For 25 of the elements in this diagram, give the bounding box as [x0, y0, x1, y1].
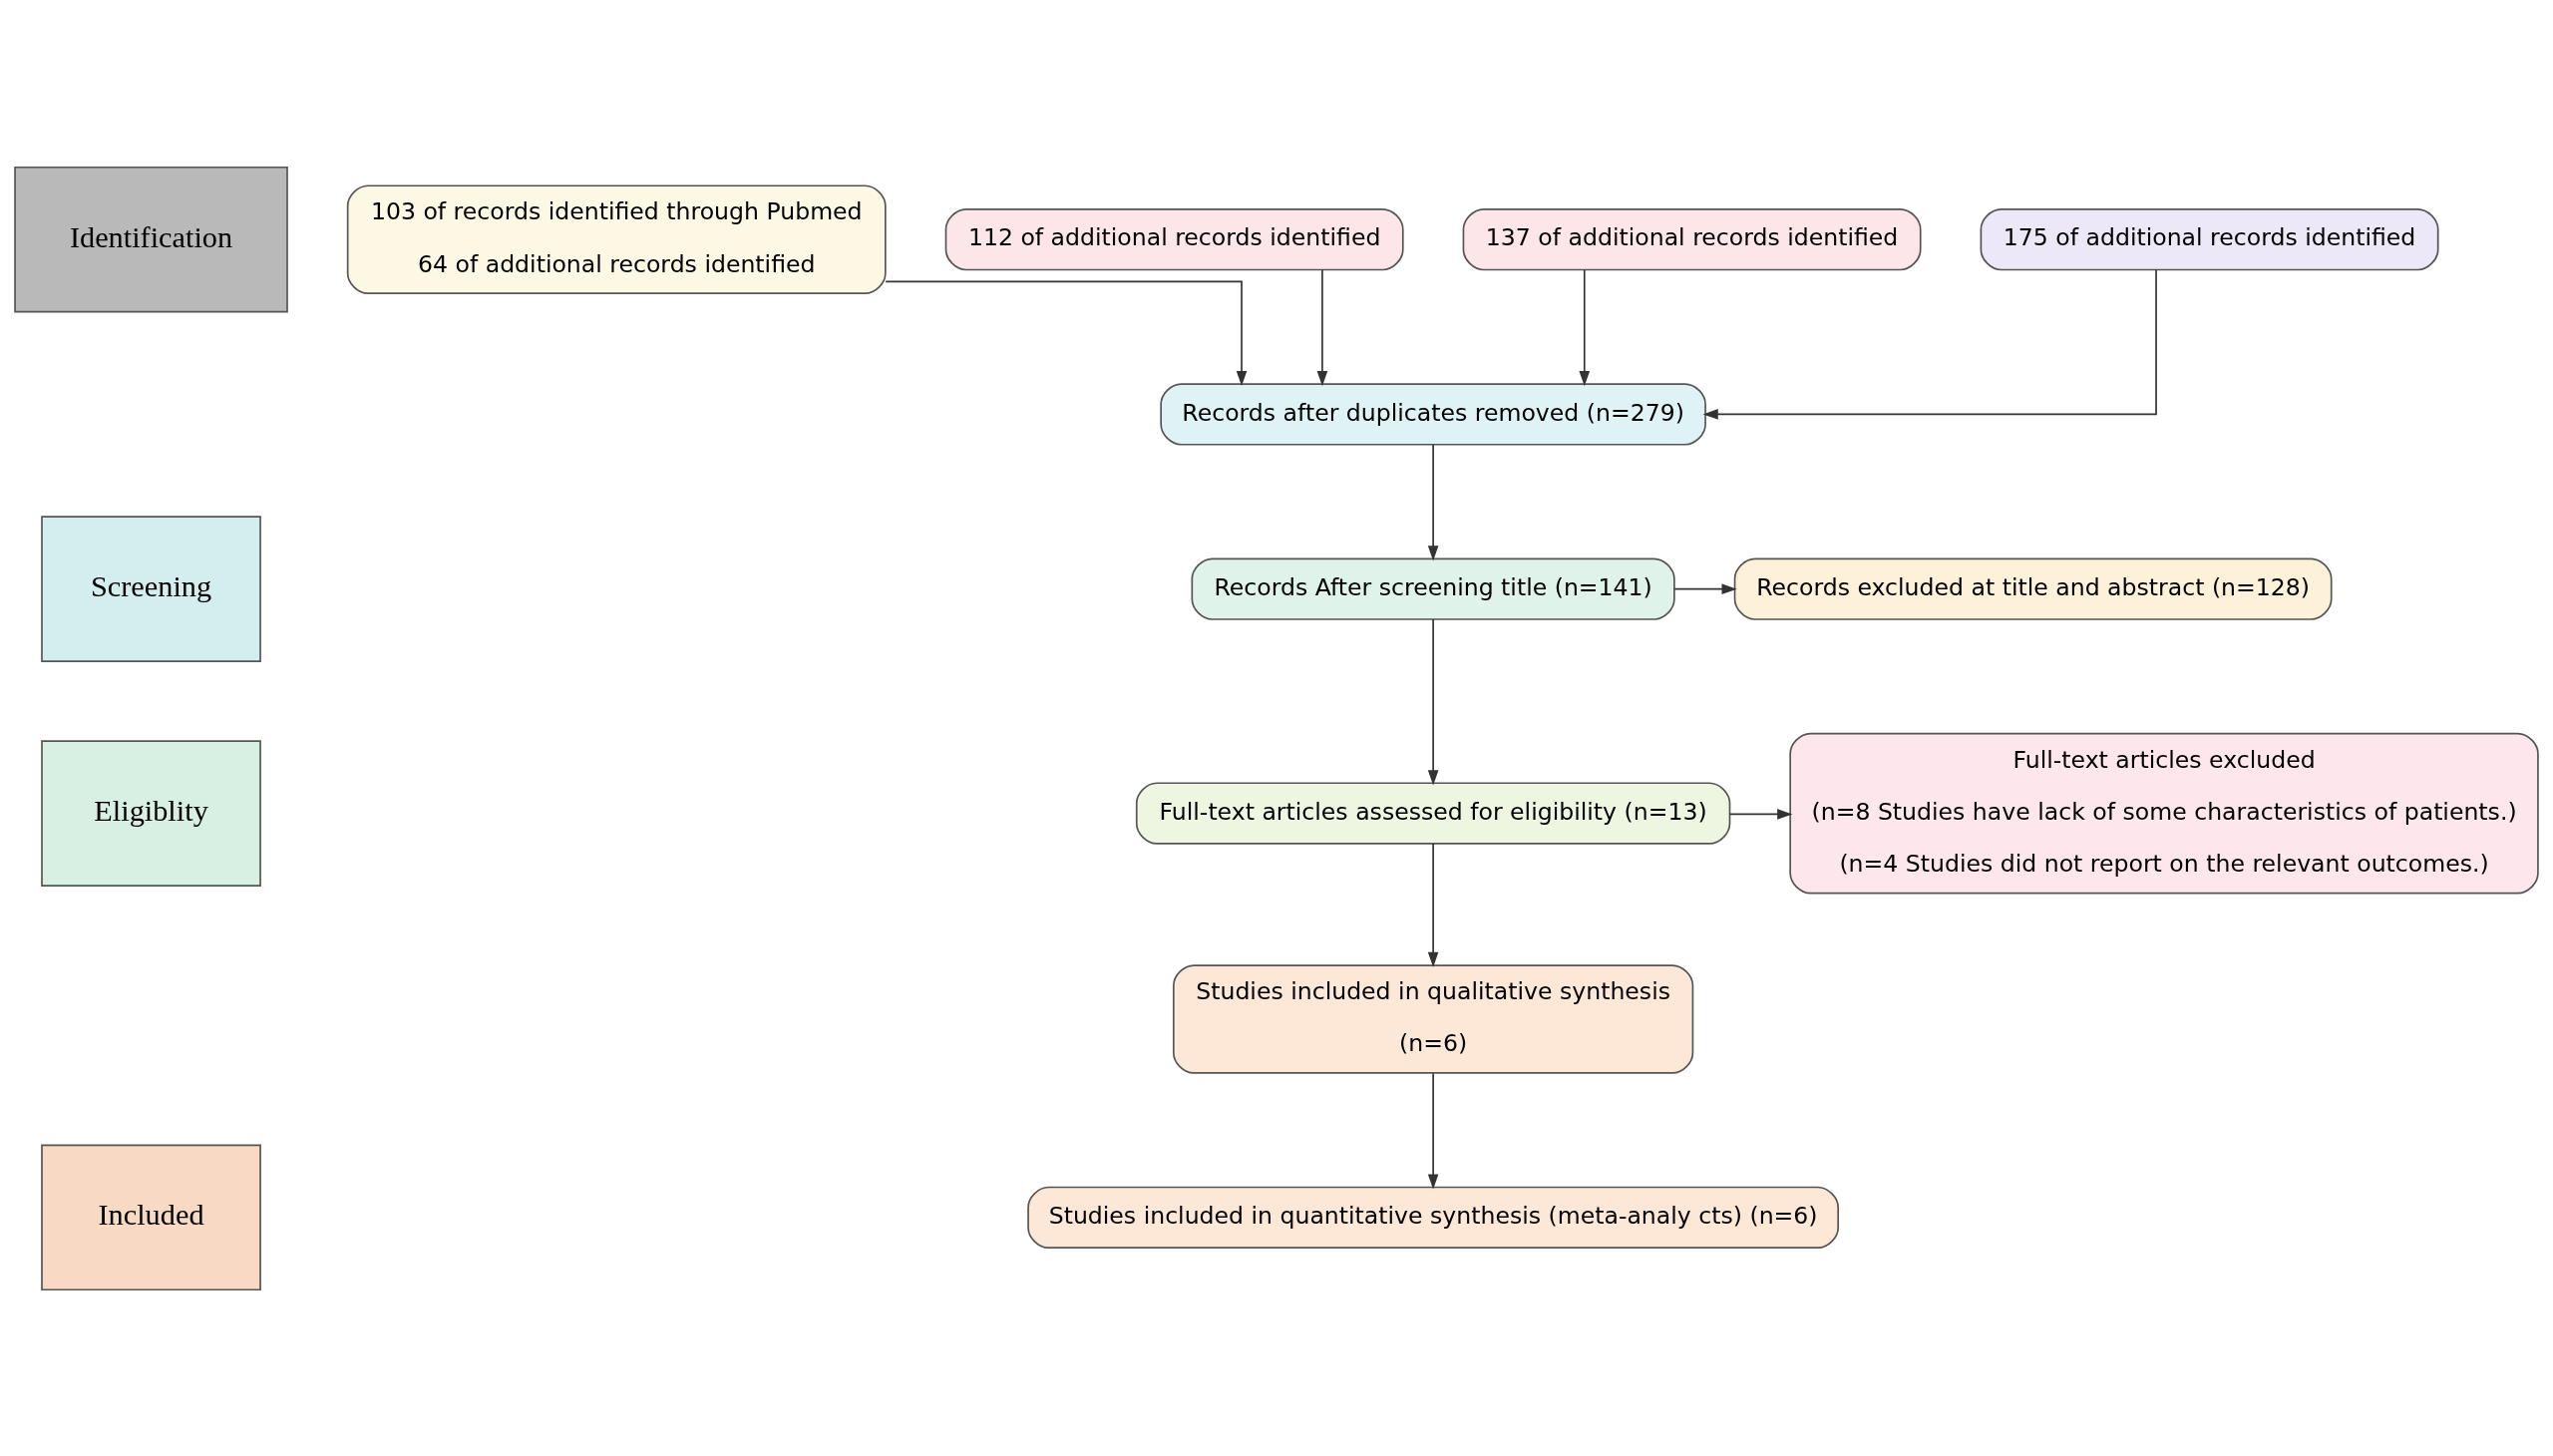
node-box: Studies included in quantitative synthesis (meta-analy cts) (n=6): [1027, 1186, 1839, 1249]
arrow: [1427, 443, 1439, 560]
node-box: Eligiblity: [41, 739, 261, 887]
arrow: [1427, 1071, 1439, 1190]
arrow: [1427, 617, 1439, 786]
node-box: Included: [41, 1144, 261, 1290]
arrow: [1579, 268, 1591, 386]
arrow: [1702, 268, 2157, 420]
node-box: 175 of additional records identified: [1980, 207, 2439, 270]
arrow: [885, 279, 1248, 386]
arrow: [1427, 842, 1439, 967]
node-box: Identification: [14, 166, 288, 312]
arrow: [1673, 582, 1737, 594]
node-box: 112 of additional records identified: [944, 207, 1404, 270]
node-box: Records after duplicates removed (n=279): [1160, 382, 1706, 446]
arrow: [1316, 268, 1328, 386]
node-box: 137 of additional records identified: [1462, 207, 1922, 270]
node-box: Records excluded at title and abstract (n=128): [1733, 557, 2333, 620]
node-box: Full-text articles excluded (n=8 Studies have lack of some characteristics of patients.) (n=4 Studies did not report on the relevant outcomes.): [1789, 732, 2539, 894]
node-box: Records After screening title (n=141): [1191, 557, 1675, 620]
node-box: 103 of records identified through Pubmed 64 of additional records identified: [346, 183, 887, 294]
node-box: Screening: [41, 515, 261, 662]
node-box: Full-text articles assessed for eligibility (n=13): [1135, 781, 1731, 845]
arrow: [1728, 808, 1793, 820]
node-box: Studies included in qualitative synthesis (n=6): [1172, 963, 1694, 1074]
